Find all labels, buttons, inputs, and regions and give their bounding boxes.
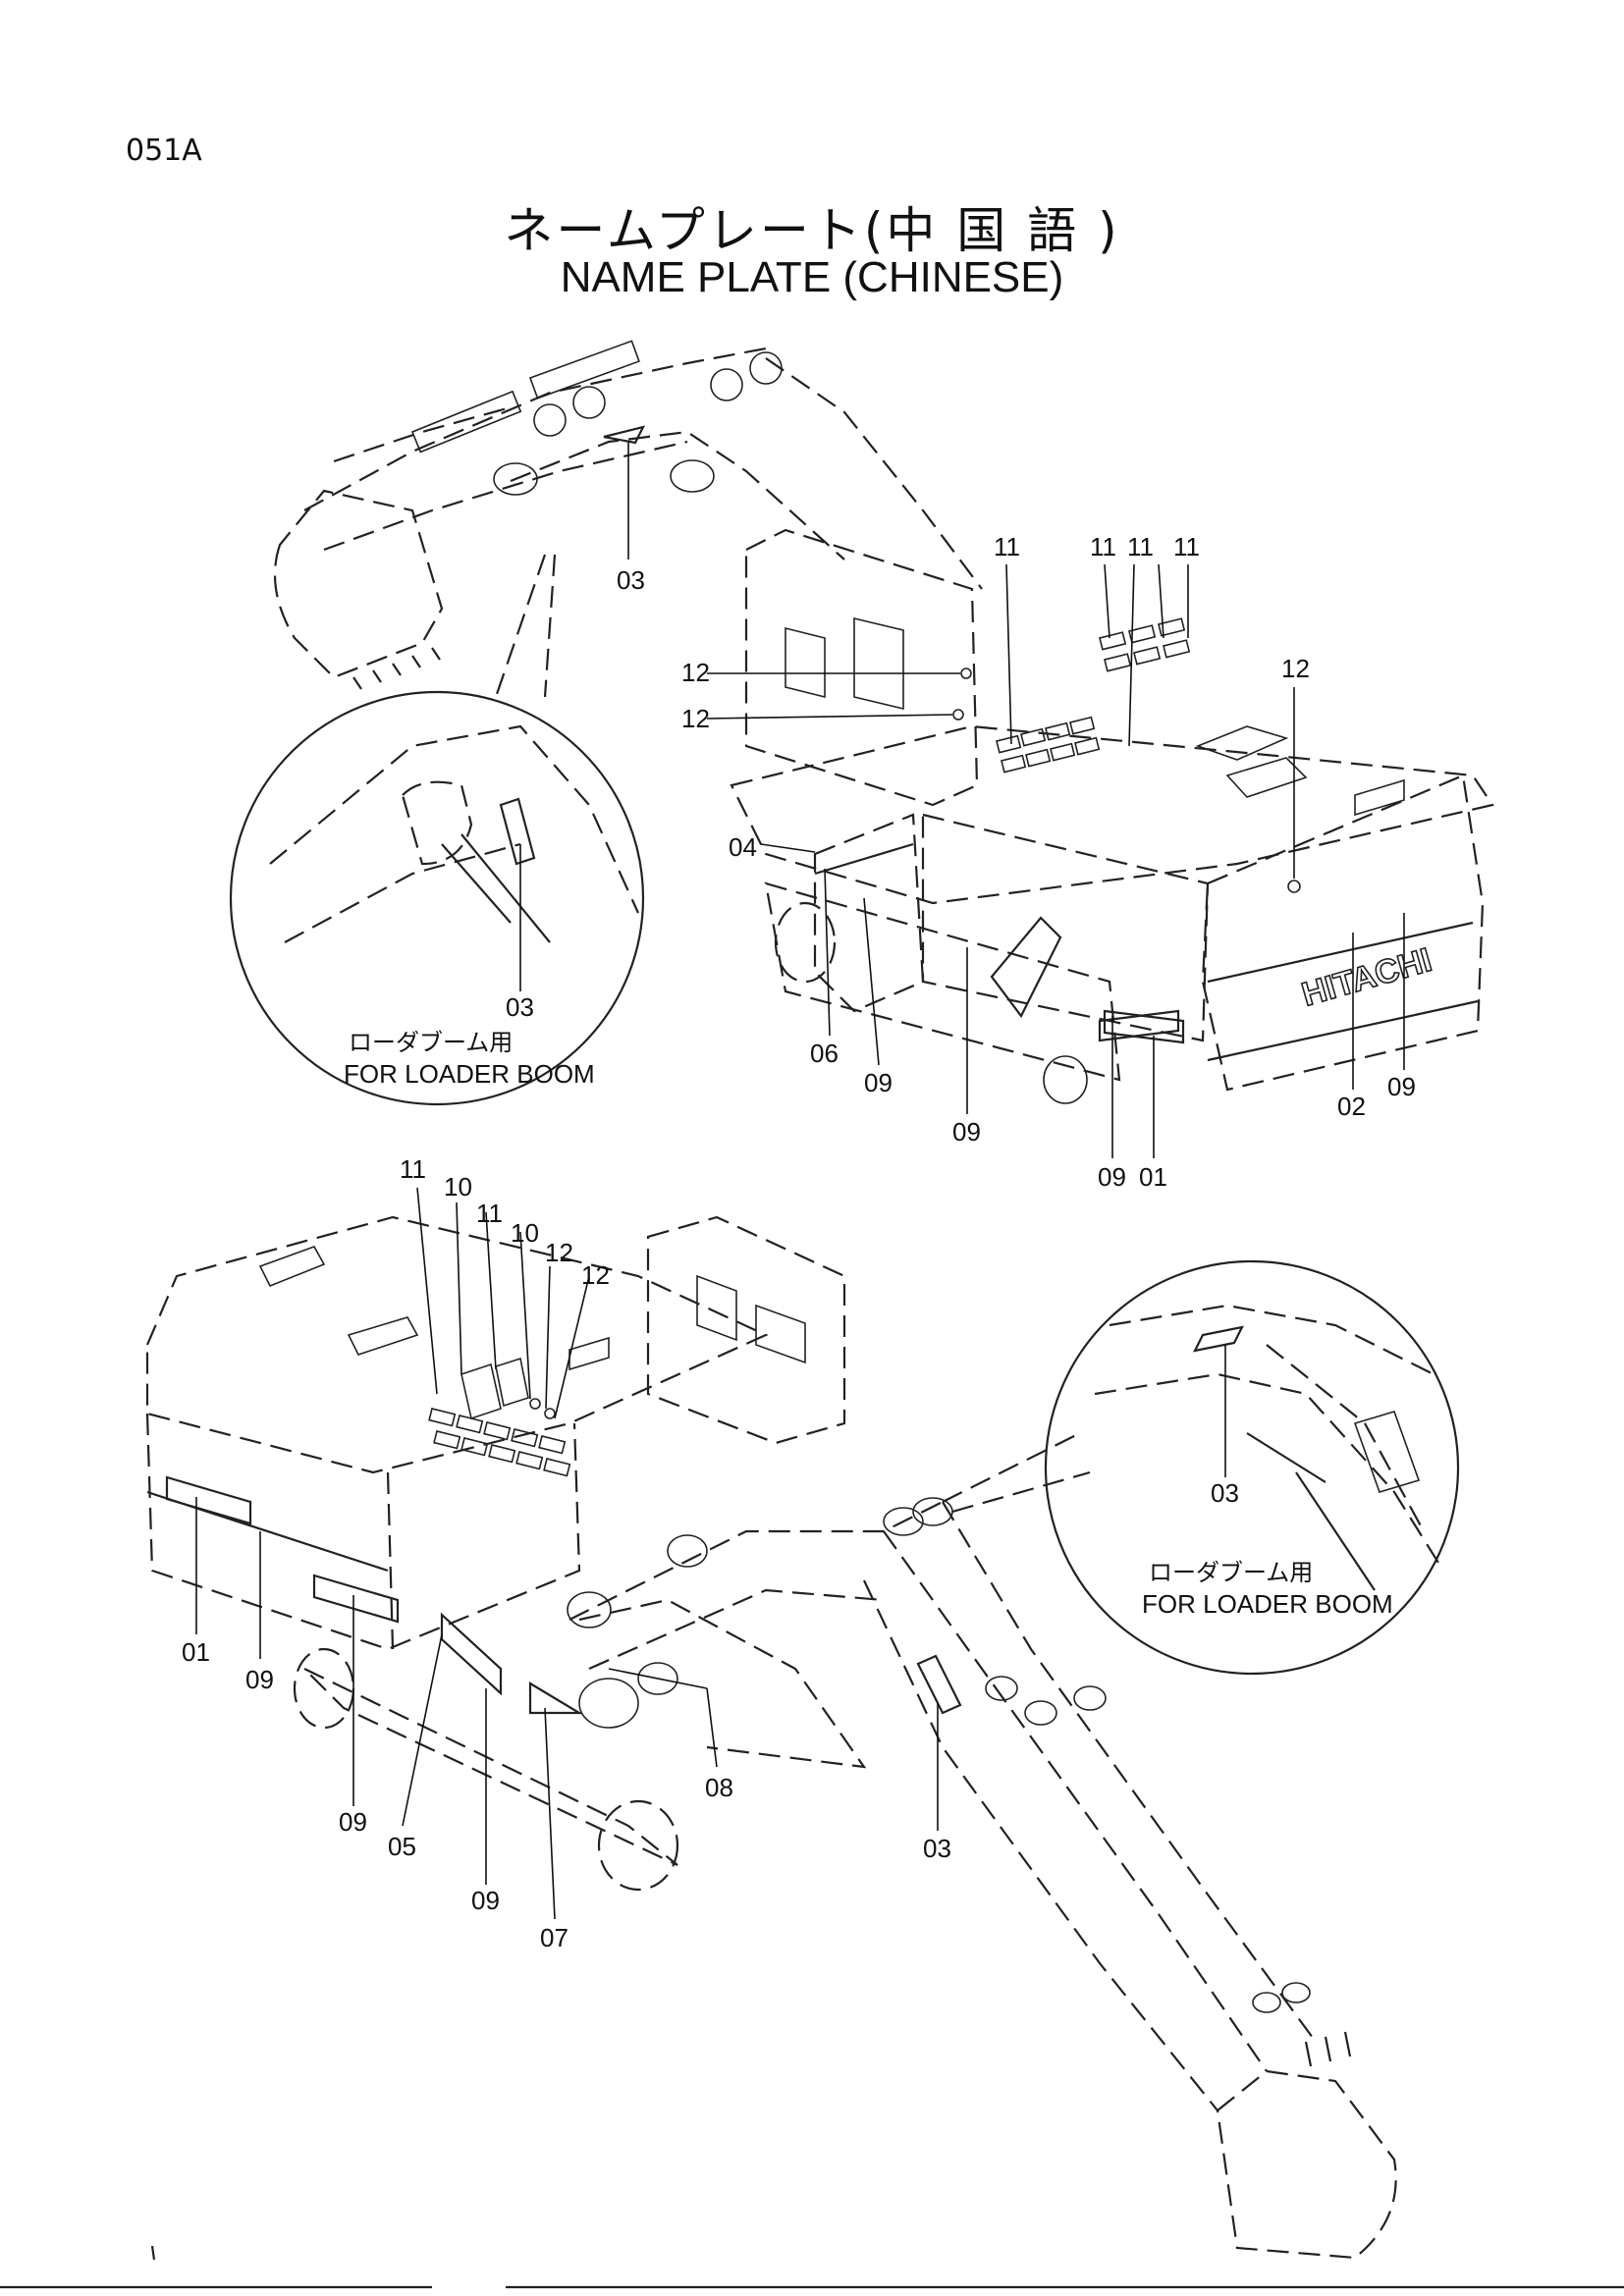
callout-label: 09 [471, 1886, 500, 1915]
callout-label: 05 [388, 1832, 416, 1861]
callout-label: 07 [540, 1923, 568, 1952]
callout-label: 02 [1337, 1092, 1366, 1121]
bottom-excavator-view [145, 1215, 1397, 2260]
title-english: NAME PLATE (CHINESE) [560, 253, 1064, 301]
callout-label: 08 [705, 1773, 733, 1802]
callout-label: 09 [1098, 1162, 1126, 1192]
bottom-leader-lines [195, 1187, 939, 1920]
top-callouts: 03 11 11 11 11 12 12 12 04 06 09 09 09 0… [617, 532, 1416, 1192]
callout-label: 01 [1139, 1162, 1167, 1192]
callout-label: 11 [1127, 532, 1154, 561]
callout-label: 11 [476, 1199, 503, 1228]
callout-label: 09 [864, 1068, 893, 1097]
callout-label: 09 [245, 1665, 274, 1694]
callout-label: 09 [952, 1117, 981, 1147]
detail-circle-loader-boom-2: 03 ローダブーム用 FOR LOADER BOOM [942, 1259, 1460, 1676]
callout-label: 10 [444, 1172, 472, 1201]
callout-label: 01 [182, 1637, 210, 1667]
detail-caption-ja: ローダブーム用 [1149, 1559, 1313, 1586]
callout-label: 12 [545, 1238, 573, 1267]
callout-label: 06 [810, 1039, 839, 1068]
callout-label: 04 [729, 832, 757, 862]
callout-label: 10 [511, 1218, 539, 1248]
top-leader-lines [627, 442, 1405, 1158]
callout-label: 12 [681, 658, 710, 687]
callout-label: 09 [1387, 1072, 1416, 1101]
footer-rules [0, 2245, 1624, 2289]
callout-label: 12 [681, 704, 710, 733]
callout-label: 03 [1211, 1478, 1239, 1508]
bottom-callouts: 11 10 11 10 12 12 01 09 09 05 09 07 08 0… [182, 1154, 951, 1952]
callout-label: 12 [1281, 654, 1310, 683]
callout-label: 09 [339, 1807, 367, 1837]
callout-label: 03 [923, 1834, 951, 1863]
callout-label: 03 [617, 565, 645, 595]
callout-label: 11 [1173, 532, 1200, 561]
page-code: 051A [126, 133, 202, 168]
top-excavator-view [273, 340, 1494, 1104]
callout-label: 03 [506, 992, 534, 1022]
detail-caption-ja: ローダブーム用 [349, 1029, 513, 1056]
detail-circle-loader-boom-1: 03 ローダブーム用 FOR LOADER BOOM [229, 554, 645, 1106]
callout-label: 11 [1090, 532, 1116, 561]
brand-logo: HITACHI [1298, 941, 1436, 1014]
detail-caption-en: FOR LOADER BOOM [344, 1059, 595, 1089]
callout-label: 11 [400, 1154, 426, 1184]
callout-label: 12 [581, 1260, 610, 1290]
callout-label: 11 [994, 532, 1020, 561]
detail-caption-en: FOR LOADER BOOM [1142, 1589, 1393, 1619]
title-japanese: ネームプレート(中 国 語 ) [504, 202, 1120, 259]
